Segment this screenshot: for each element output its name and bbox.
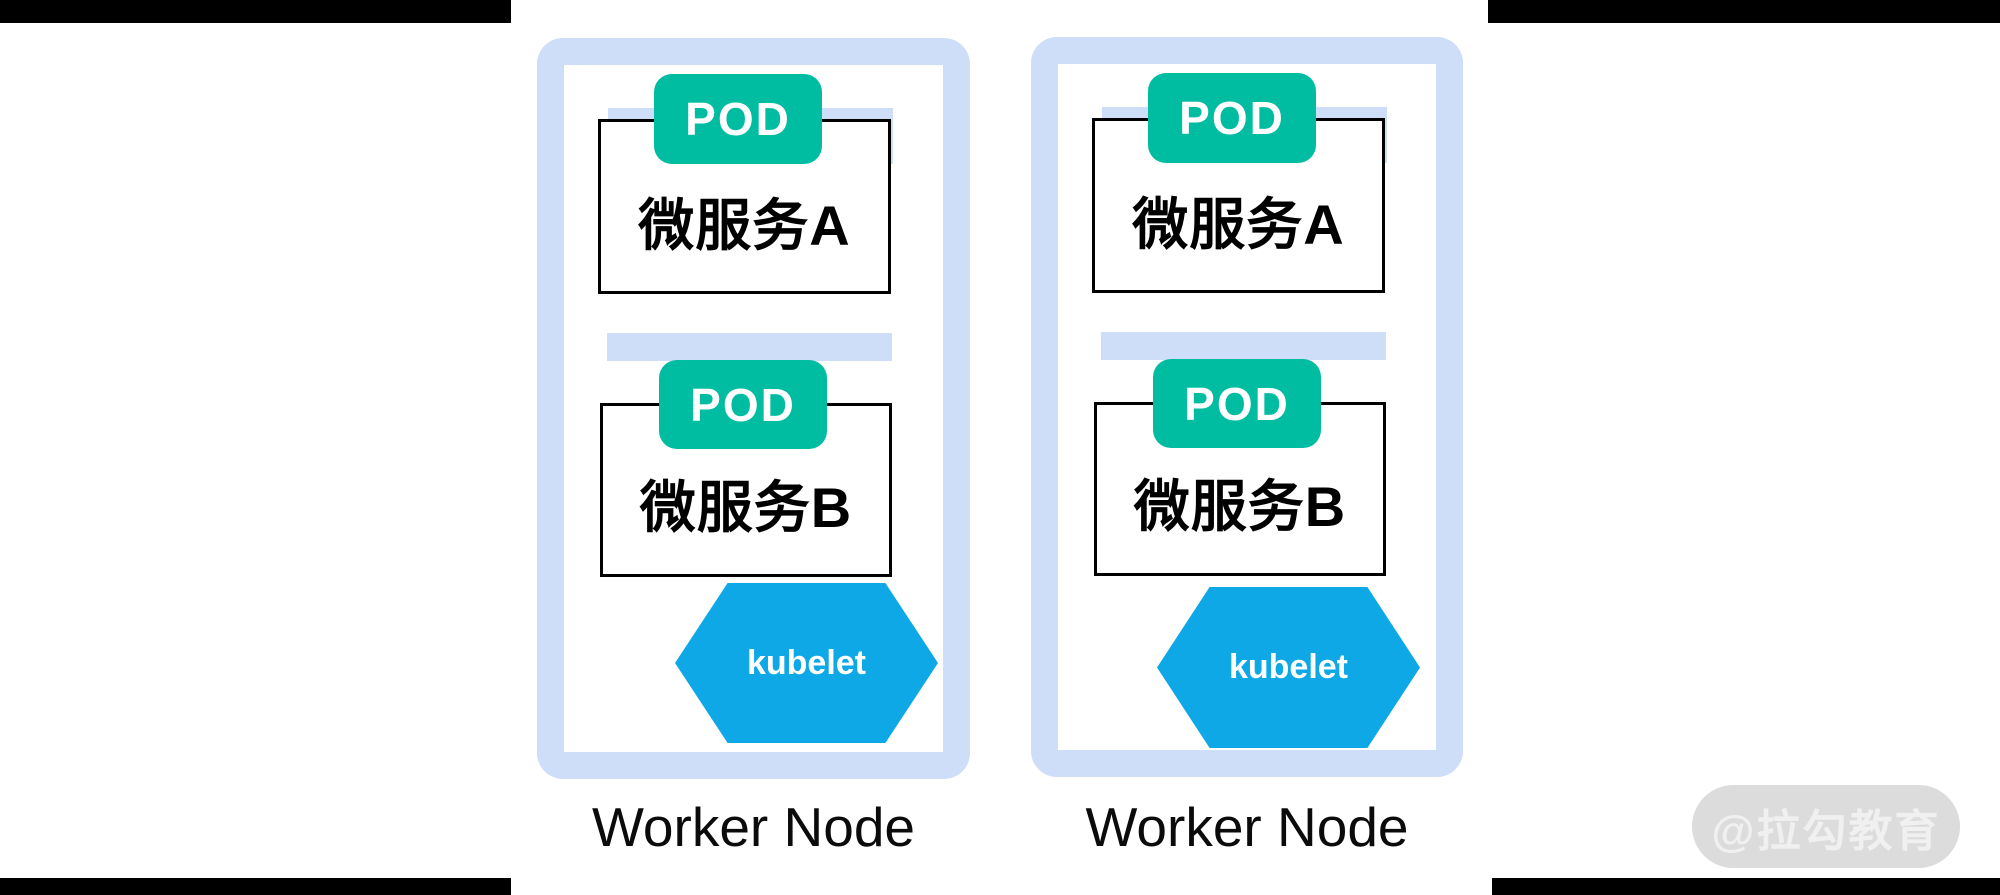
pod-badge-b-label: POD: [690, 378, 796, 431]
service-b-label: 微服务B: [639, 475, 853, 539]
pod-badge-a-label: POD: [685, 93, 791, 145]
pod-badge-b: POD: [1153, 359, 1321, 448]
kubelet-label: kubelet: [1228, 648, 1349, 686]
pod-divider-bar: [607, 333, 892, 361]
pod-box-service-a: 微服务A: [1092, 118, 1385, 293]
pod-badge-b: POD: [659, 360, 827, 449]
service-a-label: 微服务A: [638, 194, 851, 257]
worker-node-2-caption: Worker Node: [1085, 796, 1409, 858]
letterbox-bottom-right: [1492, 878, 2000, 895]
kubelet-label: kubelet: [746, 643, 867, 682]
service-a-label: 微服务A: [1132, 193, 1345, 256]
pod-box-service-a: 微服务A: [598, 119, 891, 294]
worker-node-2: 微服务A POD 微服务B POD kubelet: [1031, 37, 1463, 777]
pod-badge-a: POD: [1148, 73, 1316, 163]
pod-box-service-b: 微服务B: [1094, 402, 1386, 576]
pod-divider-bar: [1101, 332, 1386, 360]
kubelet-hexagon: kubelet: [675, 583, 938, 743]
pod-badge-a: POD: [654, 74, 822, 164]
letterbox-top-left: [0, 0, 511, 23]
letterbox-bottom-left: [0, 878, 511, 895]
worker-node-1-caption: Worker Node: [592, 796, 915, 858]
letterbox-top-right: [1488, 0, 2000, 23]
service-b-label: 微服务B: [1133, 474, 1347, 538]
watermark-badge: @拉勾教育: [1692, 785, 1960, 868]
pod-badge-a-label: POD: [1179, 92, 1285, 144]
pod-badge-b-label: POD: [1184, 377, 1290, 430]
worker-node-1: 微服务A POD 微服务B POD kubelet: [537, 38, 970, 779]
kubelet-hexagon: kubelet: [1157, 587, 1420, 748]
